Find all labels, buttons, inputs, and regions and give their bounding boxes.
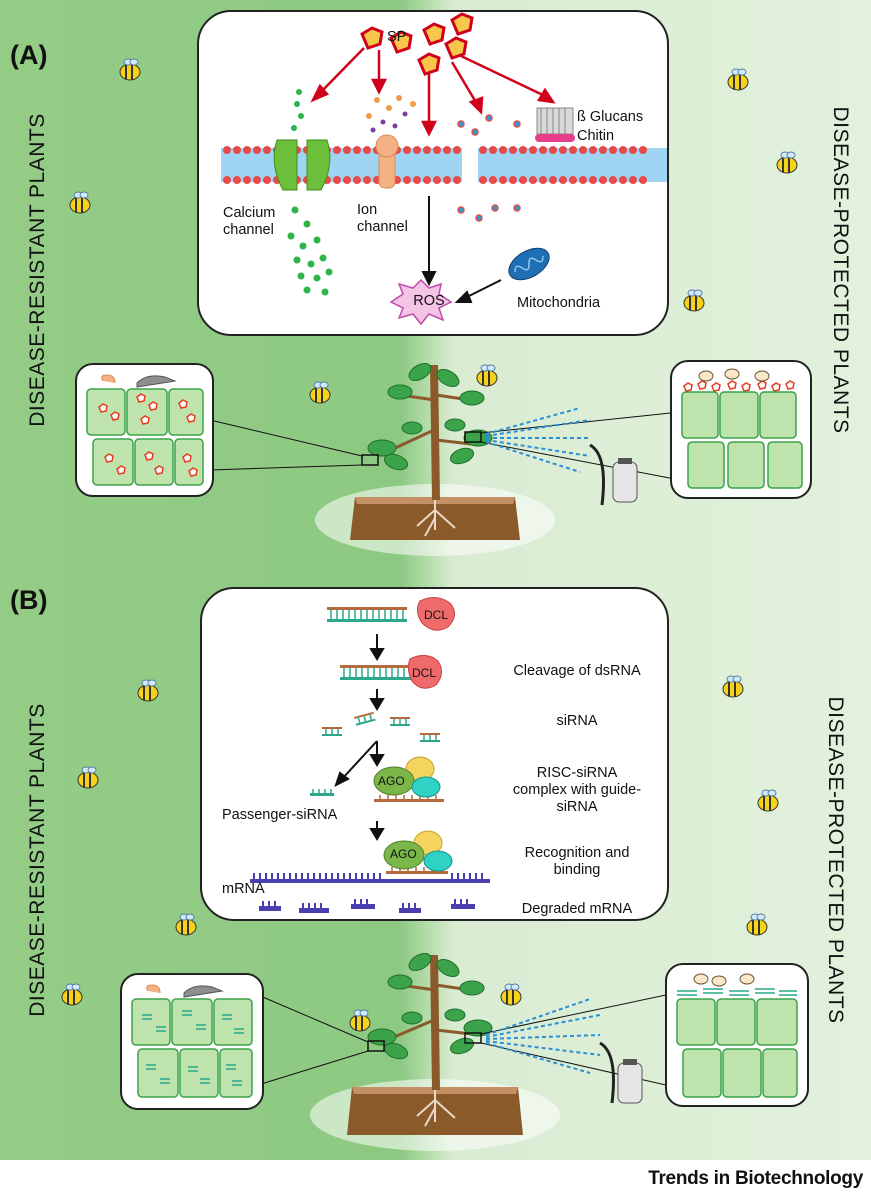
panel-b: (B) DISEASE-RESISTANT PLANTS DISEASE-PRO… xyxy=(0,575,871,1160)
sp-particle-icon xyxy=(417,52,441,76)
cell-icon xyxy=(131,998,253,1098)
bee-icon xyxy=(61,983,83,1006)
dcl-label-2: DCL xyxy=(412,666,437,680)
ros-label: ROS xyxy=(413,293,445,309)
spray-mist xyxy=(485,407,591,473)
bee-icon xyxy=(757,789,779,812)
ago-label-2: AGO xyxy=(390,847,417,861)
plant-scene-b xyxy=(257,952,667,1151)
mrna-strand xyxy=(250,873,490,883)
dcl-label-1: DCL xyxy=(424,608,449,622)
dcl-enzyme-icon xyxy=(407,655,442,689)
mitochondria-label: Mitochondria xyxy=(517,295,601,311)
bee-icon xyxy=(309,381,331,404)
cell-icon xyxy=(86,388,204,486)
resistant-cells-zoom-a xyxy=(75,363,214,497)
ion-channel-label: Ion channel xyxy=(357,202,408,235)
sp-label: SP xyxy=(387,29,407,45)
bee-icon xyxy=(722,675,744,698)
bee-icon xyxy=(746,913,768,936)
plant-scene-a xyxy=(209,362,681,556)
step-recognition: Recognition and binding xyxy=(524,845,630,878)
mrna-label: mRNA xyxy=(222,881,265,897)
mitochondria-icon xyxy=(508,247,550,281)
bee-icon xyxy=(683,289,705,312)
step-cleavage: Cleavage of dsRNA xyxy=(513,663,641,679)
bee-icon xyxy=(476,364,498,387)
ago-label-1: AGO xyxy=(378,774,405,788)
bee-icon xyxy=(349,1009,371,1032)
panel-a: (A) DISEASE-RESISTANT PLANTS DISEASE-PRO… xyxy=(0,0,871,575)
ago-complex-icon xyxy=(373,756,444,802)
panel-a-label: (A) xyxy=(10,40,48,70)
cell-icon xyxy=(681,391,803,489)
spray-mist xyxy=(485,998,601,1074)
glucans-label: ß Glucans xyxy=(577,109,644,125)
plant-icon xyxy=(367,362,493,500)
membrane-diagram xyxy=(221,12,667,326)
bee-icon xyxy=(175,913,197,936)
protected-cells-zoom-a xyxy=(670,360,812,499)
step-degraded: Degraded mRNA xyxy=(521,901,633,917)
sp-particle-icon xyxy=(450,12,474,36)
bee-icon xyxy=(77,766,99,789)
chitin-label: Chitin xyxy=(577,128,615,144)
bees-a xyxy=(69,58,798,404)
protected-cells-zoom-b xyxy=(665,963,809,1107)
calcium-channel-label: Calcium channel xyxy=(223,205,276,238)
journal-footer: Trends in Biotechnology xyxy=(648,1168,863,1189)
panel-b-label: (B) xyxy=(10,585,48,615)
rnai-diagram xyxy=(250,597,490,913)
sprayer-icon xyxy=(599,1041,643,1104)
sp-particle-icon xyxy=(444,36,468,60)
sp-particle-icon xyxy=(422,22,446,46)
sp-mechanism-box: SP ß Glucans Chitin Calcium channel Ion … xyxy=(197,10,669,336)
sp-particle-icon xyxy=(389,30,413,54)
sp-arrows xyxy=(310,47,556,137)
calcium-channel-icon xyxy=(273,89,333,296)
glucans-chitin-receptor-icon xyxy=(535,107,575,142)
passenger-sirna-label: Passenger-siRNA xyxy=(222,807,338,823)
bees-b xyxy=(61,675,779,1032)
ago-complex-icon xyxy=(383,830,453,874)
sp-particles xyxy=(360,12,474,76)
bee-icon xyxy=(137,679,159,702)
bee-icon xyxy=(119,58,141,81)
resistant-cells-zoom-b xyxy=(120,973,264,1110)
dsrna xyxy=(327,607,407,622)
ion-channel-icon xyxy=(366,95,416,189)
degraded-mrna xyxy=(259,899,475,913)
bee-icon xyxy=(69,191,91,214)
cell-icon xyxy=(676,998,798,1098)
bee-icon xyxy=(776,151,798,174)
dcl-enzyme-icon xyxy=(416,597,455,631)
rnai-mechanism-box: DCL DCL AGO AGO Passenger-siRNA mRNA Cle… xyxy=(200,587,669,921)
sirna-fragments xyxy=(322,711,440,742)
bee-icon xyxy=(500,983,522,1006)
sprayer-icon xyxy=(589,443,638,506)
plant-icon xyxy=(367,952,493,1090)
bee-icon xyxy=(727,68,749,91)
sp-particle-icon xyxy=(360,26,384,50)
step-sirna: siRNA xyxy=(556,713,598,729)
ros-star-icon xyxy=(389,278,453,326)
step-risc: RISC-siRNA complex with guide- siRNA xyxy=(512,765,642,815)
